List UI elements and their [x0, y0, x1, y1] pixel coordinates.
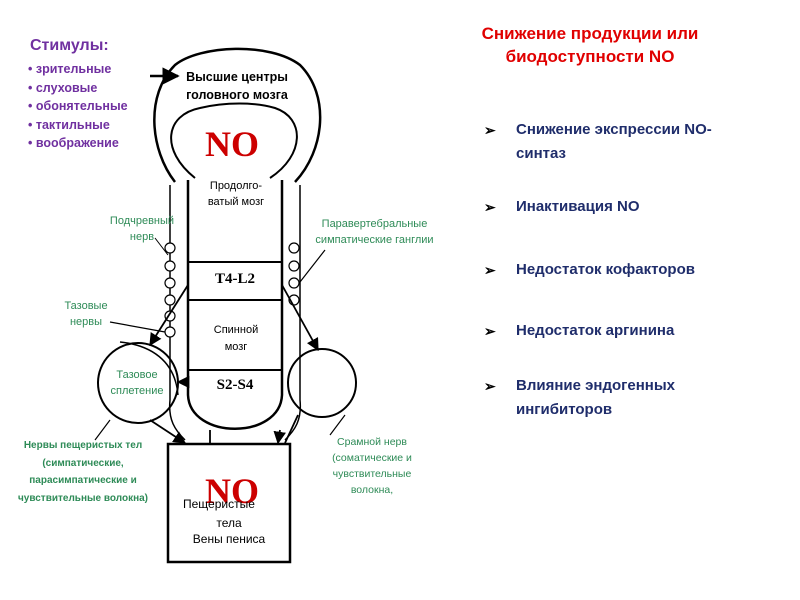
- stimulus-item: тактильные: [28, 116, 128, 135]
- hypogastric-nerve-label: Подчревный нерв: [109, 215, 175, 243]
- stimulus-item: воображение: [28, 134, 128, 153]
- left-ganglia-chain: [164, 242, 176, 338]
- penis-box: [166, 442, 292, 564]
- stimulus-item: обонятельные: [28, 97, 128, 116]
- inner-brain-outline: [170, 102, 298, 179]
- right-panel-title: Снижение продукции или биодоступности NO: [481, 24, 699, 66]
- stimulus-item: слуховые: [28, 79, 128, 98]
- stimuli-title: Стимулы:: [30, 37, 109, 54]
- no-penis-label: NO: [205, 471, 259, 511]
- paravertebral-label: Паравертебральные симпатические ганглии: [315, 218, 434, 246]
- factor-label: Недостаток кофакторов: [516, 261, 695, 278]
- factor-label: Снижение экспрессии NO-синтаз: [516, 121, 712, 162]
- factor-label: Инактивация NO: [516, 198, 640, 215]
- no-brain-label: NO: [205, 124, 259, 164]
- factor-label: Недостаток аргинина: [516, 322, 675, 339]
- pelvic-nerves-label: Тазовые нервы: [64, 300, 108, 328]
- right-plexus: [287, 348, 357, 418]
- stimulus-item: зрительные: [28, 60, 128, 79]
- arrow-bullet-icon: ➢: [484, 378, 496, 394]
- penis-label-line1: Пещеристые: [183, 497, 255, 511]
- arrow-bullet-icon: ➢: [484, 122, 496, 138]
- brain-outline: [153, 47, 322, 183]
- segment-s2-s4: S2-S4: [216, 377, 254, 393]
- penis-label-line2: тела: [216, 516, 242, 530]
- pudendal-nerve-label: Срамной нерв (соматические и чувствитель…: [332, 436, 412, 496]
- segment-t4-l2: T4-L2: [214, 271, 255, 287]
- factor-label: Влияние эндогенных ингибиторов: [516, 377, 676, 418]
- penis-label-line3: Вены пениса: [192, 532, 266, 546]
- cavernous-nerves-label: Нервы пещеристых тел (симпатические, пар…: [17, 440, 149, 504]
- arrow-bullet-icon: ➢: [484, 262, 496, 278]
- medulla-label: Продолго-ватый мозг: [207, 180, 265, 208]
- stimuli-list: зрительные слуховые обонятельные тактиль…: [28, 60, 128, 153]
- higher-centers-label: Высшие центры головного мозга: [186, 70, 288, 102]
- spinal-cord-label: Спинной мозг: [213, 324, 259, 353]
- pelvic-plexus-label: Тазовое сплетение: [110, 369, 164, 397]
- right-ganglia-chain: [288, 242, 300, 306]
- arrow-bullet-icon: ➢: [484, 323, 496, 339]
- arrow-bullet-icon: ➢: [484, 199, 496, 215]
